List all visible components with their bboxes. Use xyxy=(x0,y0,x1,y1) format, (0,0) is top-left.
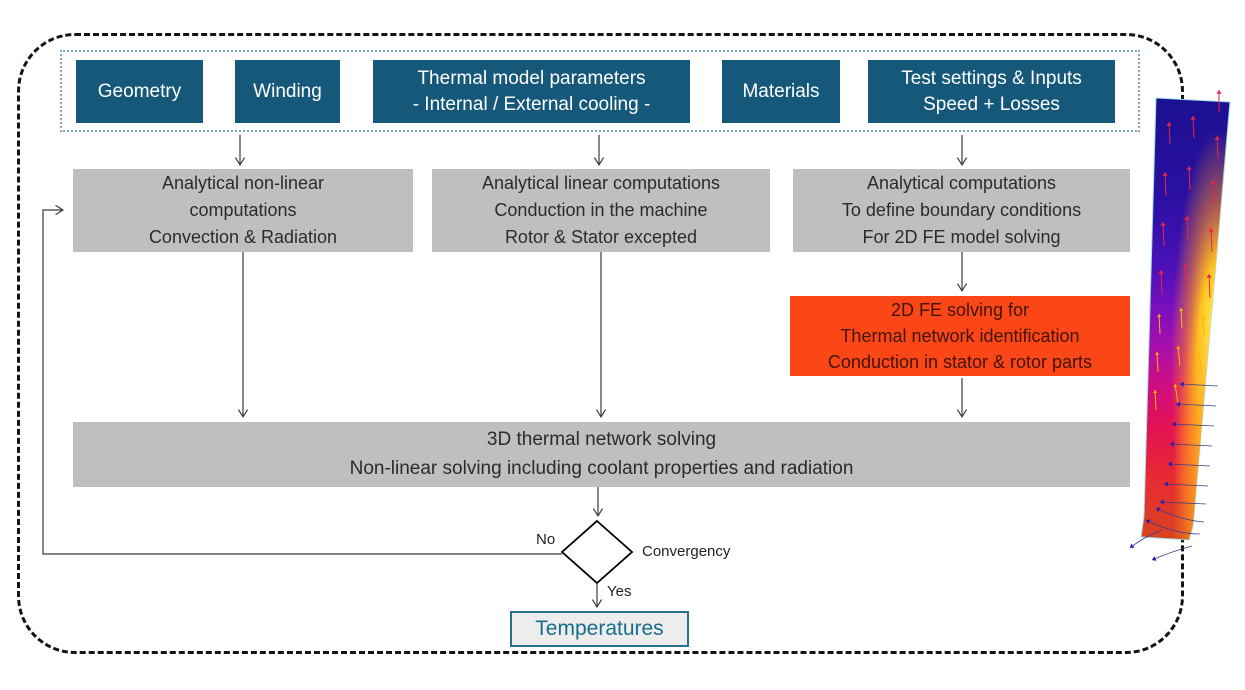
process-line: Rotor & Stator excepted xyxy=(504,227,698,247)
input-label: Test settings & Inputs xyxy=(901,67,1082,89)
decision-label: Convergency xyxy=(642,543,731,560)
input-box-thermal-model-parameters: Thermal model parameters - Internal / Ex… xyxy=(373,60,690,123)
input-label: Winding xyxy=(253,80,322,102)
network-solver-box: 3D thermal network solving Non-linear so… xyxy=(73,422,1130,487)
fe-line: Conduction in stator & rotor parts xyxy=(827,352,1093,373)
input-box-geometry: Geometry xyxy=(76,60,203,123)
fe-line: Thermal network identification xyxy=(840,325,1080,346)
fe-solving-box: 2D FE solving for Thermal network identi… xyxy=(790,296,1130,376)
process-box-boundary-conditions: Analytical computations To define bounda… xyxy=(793,169,1130,252)
process-line: computations xyxy=(189,200,297,220)
process-box-linear-computations: Analytical linear computations Conductio… xyxy=(432,169,770,252)
result-box-temperatures: Temperatures xyxy=(510,611,689,647)
process-line: Convection & Radiation xyxy=(148,227,338,247)
solver-line: Non-linear solving including coolant pro… xyxy=(349,457,854,479)
process-line: Analytical computations xyxy=(866,173,1057,193)
decision-yes-label: Yes xyxy=(607,583,632,600)
process-line: Conduction in the machine xyxy=(494,200,708,220)
solver-line: 3D thermal network solving xyxy=(486,429,717,450)
fe-line: 2D FE solving for xyxy=(890,299,1030,320)
process-line: Analytical non-linear xyxy=(161,173,325,193)
result-label: Temperatures xyxy=(535,617,664,640)
input-sublabel: Speed + Losses xyxy=(923,93,1060,115)
input-label: Materials xyxy=(742,80,820,102)
input-label: Thermal model parameters xyxy=(417,67,646,89)
input-box-winding: Winding xyxy=(235,60,340,123)
input-box-materials: Materials xyxy=(722,60,840,123)
thermal-fe-result-image xyxy=(1129,90,1231,561)
process-box-nonlinear-computations: Analytical non-linear computations Conve… xyxy=(73,169,413,252)
process-line: Analytical linear computations xyxy=(481,173,721,193)
input-box-test-settings: Test settings & Inputs Speed + Losses xyxy=(868,60,1115,123)
inputs-group-border xyxy=(60,50,1140,132)
input-label: Geometry xyxy=(97,80,182,102)
process-line: To define boundary conditions xyxy=(841,200,1082,220)
input-sublabel: - Internal / External cooling - xyxy=(412,93,651,115)
process-line: For 2D FE model solving xyxy=(862,227,1061,247)
decision-no-label: No xyxy=(536,531,556,548)
